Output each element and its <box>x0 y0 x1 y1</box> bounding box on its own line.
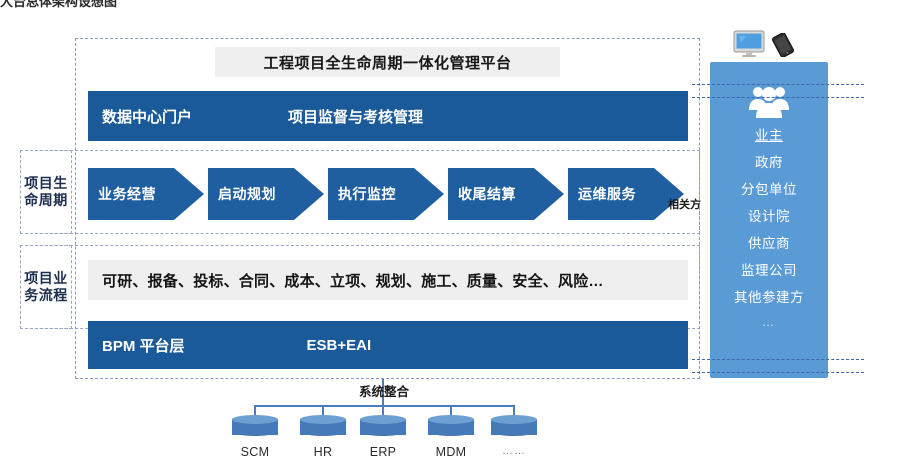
stakeholder-item-5[interactable]: 监理公司 <box>741 263 797 278</box>
monitor-icon <box>733 30 765 58</box>
db-stem-1 <box>322 405 324 417</box>
system-node-3[interactable]: MDM <box>425 415 477 459</box>
stakeholder-item-4[interactable]: 供应商 <box>748 236 790 251</box>
database-icon <box>360 415 406 439</box>
system-node-4[interactable]: …… <box>488 415 540 457</box>
lifecycle-stage-3[interactable]: 收尾结算 <box>448 168 564 220</box>
related-party-label: 相关方 <box>668 199 701 211</box>
system-node-0[interactable]: SCM <box>229 415 281 459</box>
system-node-1-label: HR <box>313 445 333 459</box>
platform-title: 工程项目全生命周期一体化管理平台 <box>215 47 560 77</box>
lifecycle-stage-4[interactable]: 运维服务 <box>568 168 684 220</box>
portal-left-label: 数据中心门户 <box>102 108 193 126</box>
platform-boundary <box>75 38 700 379</box>
cross-dash-bottom-1 <box>692 359 864 360</box>
stakeholder-item-6[interactable]: 其他参建方 <box>734 290 804 305</box>
lifecycle-stage-2-label: 执行监控 <box>338 186 396 202</box>
lifecycle-stage-3-label: 收尾结算 <box>458 186 516 202</box>
lifecycle-stage-row: 业务经营 启动规划 执行监控 收尾结算 运维服务 <box>88 168 688 220</box>
cross-dash-top-2 <box>692 97 864 98</box>
db-stem-0 <box>254 405 256 417</box>
stakeholder-item-2[interactable]: 分包单位 <box>741 182 797 197</box>
bpm-right-label: ESB+EAI <box>306 336 372 354</box>
phone-icon <box>770 32 796 58</box>
db-stem-3 <box>450 405 452 417</box>
database-icon <box>300 415 346 439</box>
system-node-2-label: ERP <box>369 445 397 459</box>
lifecycle-stage-2[interactable]: 执行监控 <box>328 168 444 220</box>
bpm-platform-bar[interactable]: BPM 平台层 ESB+EAI <box>88 321 688 369</box>
stakeholder-item-3[interactable]: 设计院 <box>748 209 790 224</box>
db-stem-2 <box>382 405 384 417</box>
system-integration-label: 系统整合 <box>358 385 409 399</box>
people-group-icon <box>742 84 796 118</box>
cross-dash-bottom-2 <box>692 372 864 373</box>
business-process-label: 可研、报备、投标、合同、成本、立项、规划、施工、质量、安全、风险… <box>102 272 604 290</box>
lifecycle-stage-4-label: 运维服务 <box>578 186 636 202</box>
top-caption: 大台总体架构设想图 <box>0 0 118 9</box>
bpm-left-label: BPM 平台层 <box>102 337 185 355</box>
data-center-portal-bar[interactable]: 数据中心门户 项目监督与考核管理 <box>88 91 688 141</box>
stakeholder-item-0[interactable]: 业主 <box>755 128 783 143</box>
system-integration-trunk <box>382 379 384 407</box>
system-integration-bus <box>254 405 514 407</box>
lifecycle-stage-0[interactable]: 业务经营 <box>88 168 204 220</box>
system-node-3-label: MDM <box>435 445 467 459</box>
db-stem-4 <box>513 405 515 417</box>
database-icon <box>428 415 474 439</box>
system-node-2[interactable]: ERP <box>357 415 409 459</box>
lifecycle-stage-1[interactable]: 启动规划 <box>208 168 324 220</box>
system-node-1[interactable]: HR <box>297 415 349 459</box>
side-label-process: 项目业务流程 <box>20 245 72 329</box>
business-process-bar: 可研、报备、投标、合同、成本、立项、规划、施工、质量、安全、风险… <box>88 260 688 300</box>
stakeholder-more: … <box>762 315 776 329</box>
stakeholder-panel: 业主 政府 分包单位 设计院 供应商 监理公司 其他参建方 … <box>710 62 828 378</box>
cross-dash-top-1 <box>692 84 864 85</box>
lifecycle-stage-0-label: 业务经营 <box>98 186 156 202</box>
portal-right-label: 项目监督与考核管理 <box>288 108 424 126</box>
database-icon <box>232 415 278 439</box>
system-node-4-label: …… <box>502 445 526 457</box>
stakeholder-item-1[interactable]: 政府 <box>755 155 783 170</box>
database-icon <box>491 415 537 439</box>
lifecycle-stage-1-label: 启动规划 <box>218 186 276 202</box>
system-node-0-label: SCM <box>240 445 270 459</box>
side-label-lifecycle: 项目生命周期 <box>20 150 72 234</box>
